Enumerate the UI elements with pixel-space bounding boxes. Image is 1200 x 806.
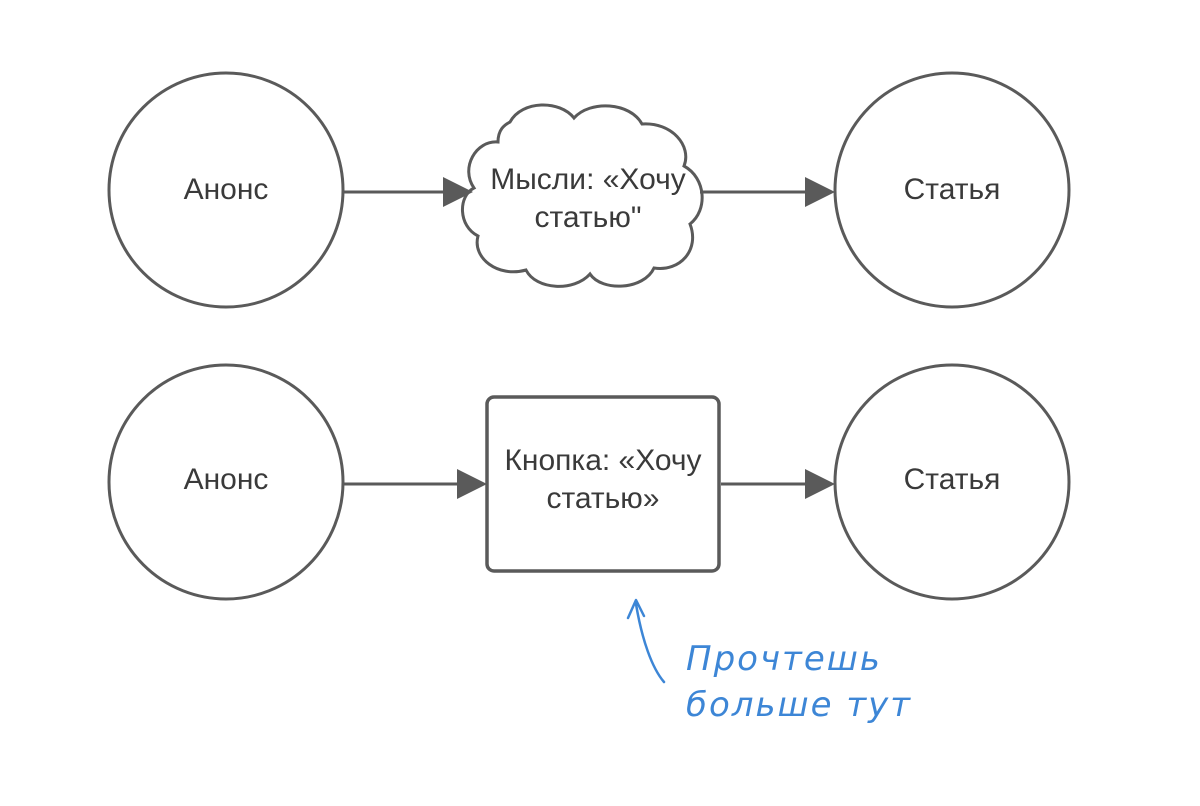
top-source-node (107, 71, 345, 309)
top-target-node (833, 71, 1071, 309)
bottom-target-label: Статья (903, 463, 1001, 496)
bottom-button-box (485, 395, 721, 573)
handwritten-annotation: Прочтешь больше тут (686, 639, 913, 725)
bottom-source-node (107, 363, 345, 601)
top-thought-label: Мысли: «Хочу статью" (490, 163, 686, 234)
top-source-label: Анонс (183, 173, 269, 206)
bottom-source-label: Анонс (183, 463, 269, 496)
bottom-button-label: Кнопка: «Хочу статью» (504, 444, 702, 515)
bottom-target-node (833, 363, 1071, 601)
annotation-arrowhead (626, 598, 646, 620)
top-thought-cloud (461, 103, 704, 288)
top-target-label: Статья (903, 173, 1001, 206)
annotation-arrow (634, 602, 666, 684)
